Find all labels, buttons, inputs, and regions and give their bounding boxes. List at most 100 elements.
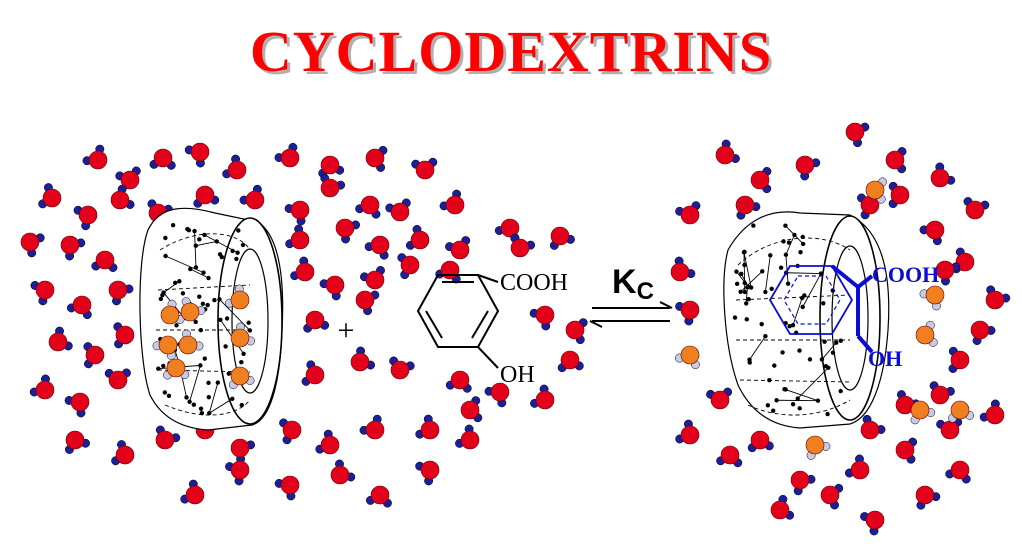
- skeleton-atom: [197, 294, 202, 299]
- water-molecule: [104, 368, 131, 390]
- water-molecule: [445, 370, 472, 393]
- double-bond: [471, 310, 489, 339]
- water-molecule: [885, 147, 907, 174]
- water-molecule: [915, 320, 938, 347]
- water-molecule: [675, 419, 700, 445]
- water-molecule: [115, 166, 141, 190]
- water-molecule: [936, 417, 963, 440]
- skeleton-atom: [163, 253, 168, 259]
- skeleton-atom: [206, 380, 211, 386]
- skeleton-atom: [746, 296, 751, 302]
- water-molecule: [320, 173, 346, 198]
- water-molecule: [355, 290, 380, 316]
- skeleton-atom: [778, 265, 784, 270]
- water-molecule: [108, 280, 134, 306]
- skeleton-atom: [759, 321, 764, 327]
- water-molecule: [549, 226, 575, 250]
- torus-cavity: [831, 245, 869, 391]
- water-molecule: [30, 280, 55, 306]
- skeleton-atom: [802, 293, 807, 298]
- skeleton-atom: [830, 350, 836, 355]
- water-molecule: [285, 224, 310, 250]
- guest-salicylic-acid: [768, 264, 874, 354]
- water-molecule: [670, 256, 696, 282]
- skeleton-atom: [240, 242, 246, 248]
- water-molecule: [149, 148, 176, 170]
- plus-sign: +: [338, 314, 355, 347]
- skeleton-atom: [246, 320, 251, 325]
- water-molecule: [845, 122, 870, 148]
- water-molecule: [389, 356, 415, 380]
- skeleton-atom: [795, 396, 800, 401]
- skeleton-atom: [787, 323, 792, 329]
- skeleton-atom: [212, 297, 217, 303]
- water-molecule: [110, 184, 135, 210]
- water-molecule: [385, 198, 411, 222]
- water-molecule: [919, 220, 945, 246]
- water-molecule: [64, 392, 90, 418]
- skeleton-atom: [174, 323, 179, 328]
- sugar-skeleton: [732, 223, 843, 417]
- water-molecule: [228, 366, 255, 390]
- water-molecule: [91, 250, 118, 273]
- skeleton-atom: [797, 406, 802, 411]
- water-molecule: [455, 424, 480, 450]
- water-molecule: [365, 145, 388, 172]
- water-molecule: [484, 382, 510, 408]
- skeleton-atom: [769, 286, 774, 291]
- salicylic-acid: [416, 274, 500, 369]
- water-molecule: [919, 285, 945, 311]
- water-molecule: [152, 335, 178, 360]
- water-molecule: [225, 284, 250, 310]
- water-molecule: [820, 483, 844, 510]
- skeleton-atom: [197, 237, 202, 242]
- water-molecule: [330, 459, 356, 485]
- skeleton-atom: [785, 281, 791, 286]
- water-molecule: [193, 185, 220, 208]
- skeleton-atom: [821, 301, 826, 306]
- bond-oh: [477, 346, 499, 369]
- forward-arrow-head: [659, 301, 673, 309]
- skeleton-atom: [163, 235, 168, 241]
- skeleton-atom: [223, 344, 228, 349]
- skeleton-atom: [234, 256, 239, 262]
- water-molecule: [355, 195, 381, 219]
- torus-dashes: [735, 237, 851, 416]
- water-molecule: [284, 200, 310, 226]
- water-molecule: [857, 193, 880, 220]
- skeleton-atom: [732, 315, 738, 320]
- skeleton-atom: [199, 410, 205, 416]
- skeleton-atom: [161, 363, 166, 369]
- water-molecule: [65, 430, 90, 454]
- skeleton-atom: [800, 234, 805, 240]
- water-molecule: [929, 381, 955, 405]
- skeleton-atom: [200, 301, 206, 306]
- guest-oh-label: OH: [868, 346, 902, 371]
- encapsulated-water: [152, 284, 256, 390]
- water-molecule: [795, 155, 821, 181]
- skeleton-atom: [198, 327, 204, 333]
- water-molecule: [860, 414, 886, 440]
- cyclodextrin-right: COOH OH: [723, 211, 939, 429]
- skeleton-atom: [202, 232, 207, 238]
- water-molecule: [770, 494, 795, 520]
- water-molecule: [364, 235, 390, 260]
- water-molecule: [397, 253, 420, 280]
- guest-ring-inner: [783, 275, 841, 325]
- water-molecule: [716, 445, 743, 468]
- water-molecule: [111, 440, 135, 466]
- water-molecule: [163, 358, 190, 380]
- water-molecule: [565, 318, 588, 345]
- water-molecule: [155, 425, 181, 450]
- skeleton-atom: [807, 357, 813, 362]
- skeleton-atom: [819, 357, 825, 362]
- skeleton-atom: [241, 351, 246, 357]
- skeleton-atom: [230, 248, 235, 254]
- water-molecule: [335, 218, 361, 244]
- skeleton-atom: [205, 302, 210, 308]
- skeleton-atom: [838, 388, 843, 394]
- water-molecule: [319, 275, 345, 301]
- skeleton-atom: [166, 393, 172, 399]
- skeleton-atom: [767, 378, 772, 383]
